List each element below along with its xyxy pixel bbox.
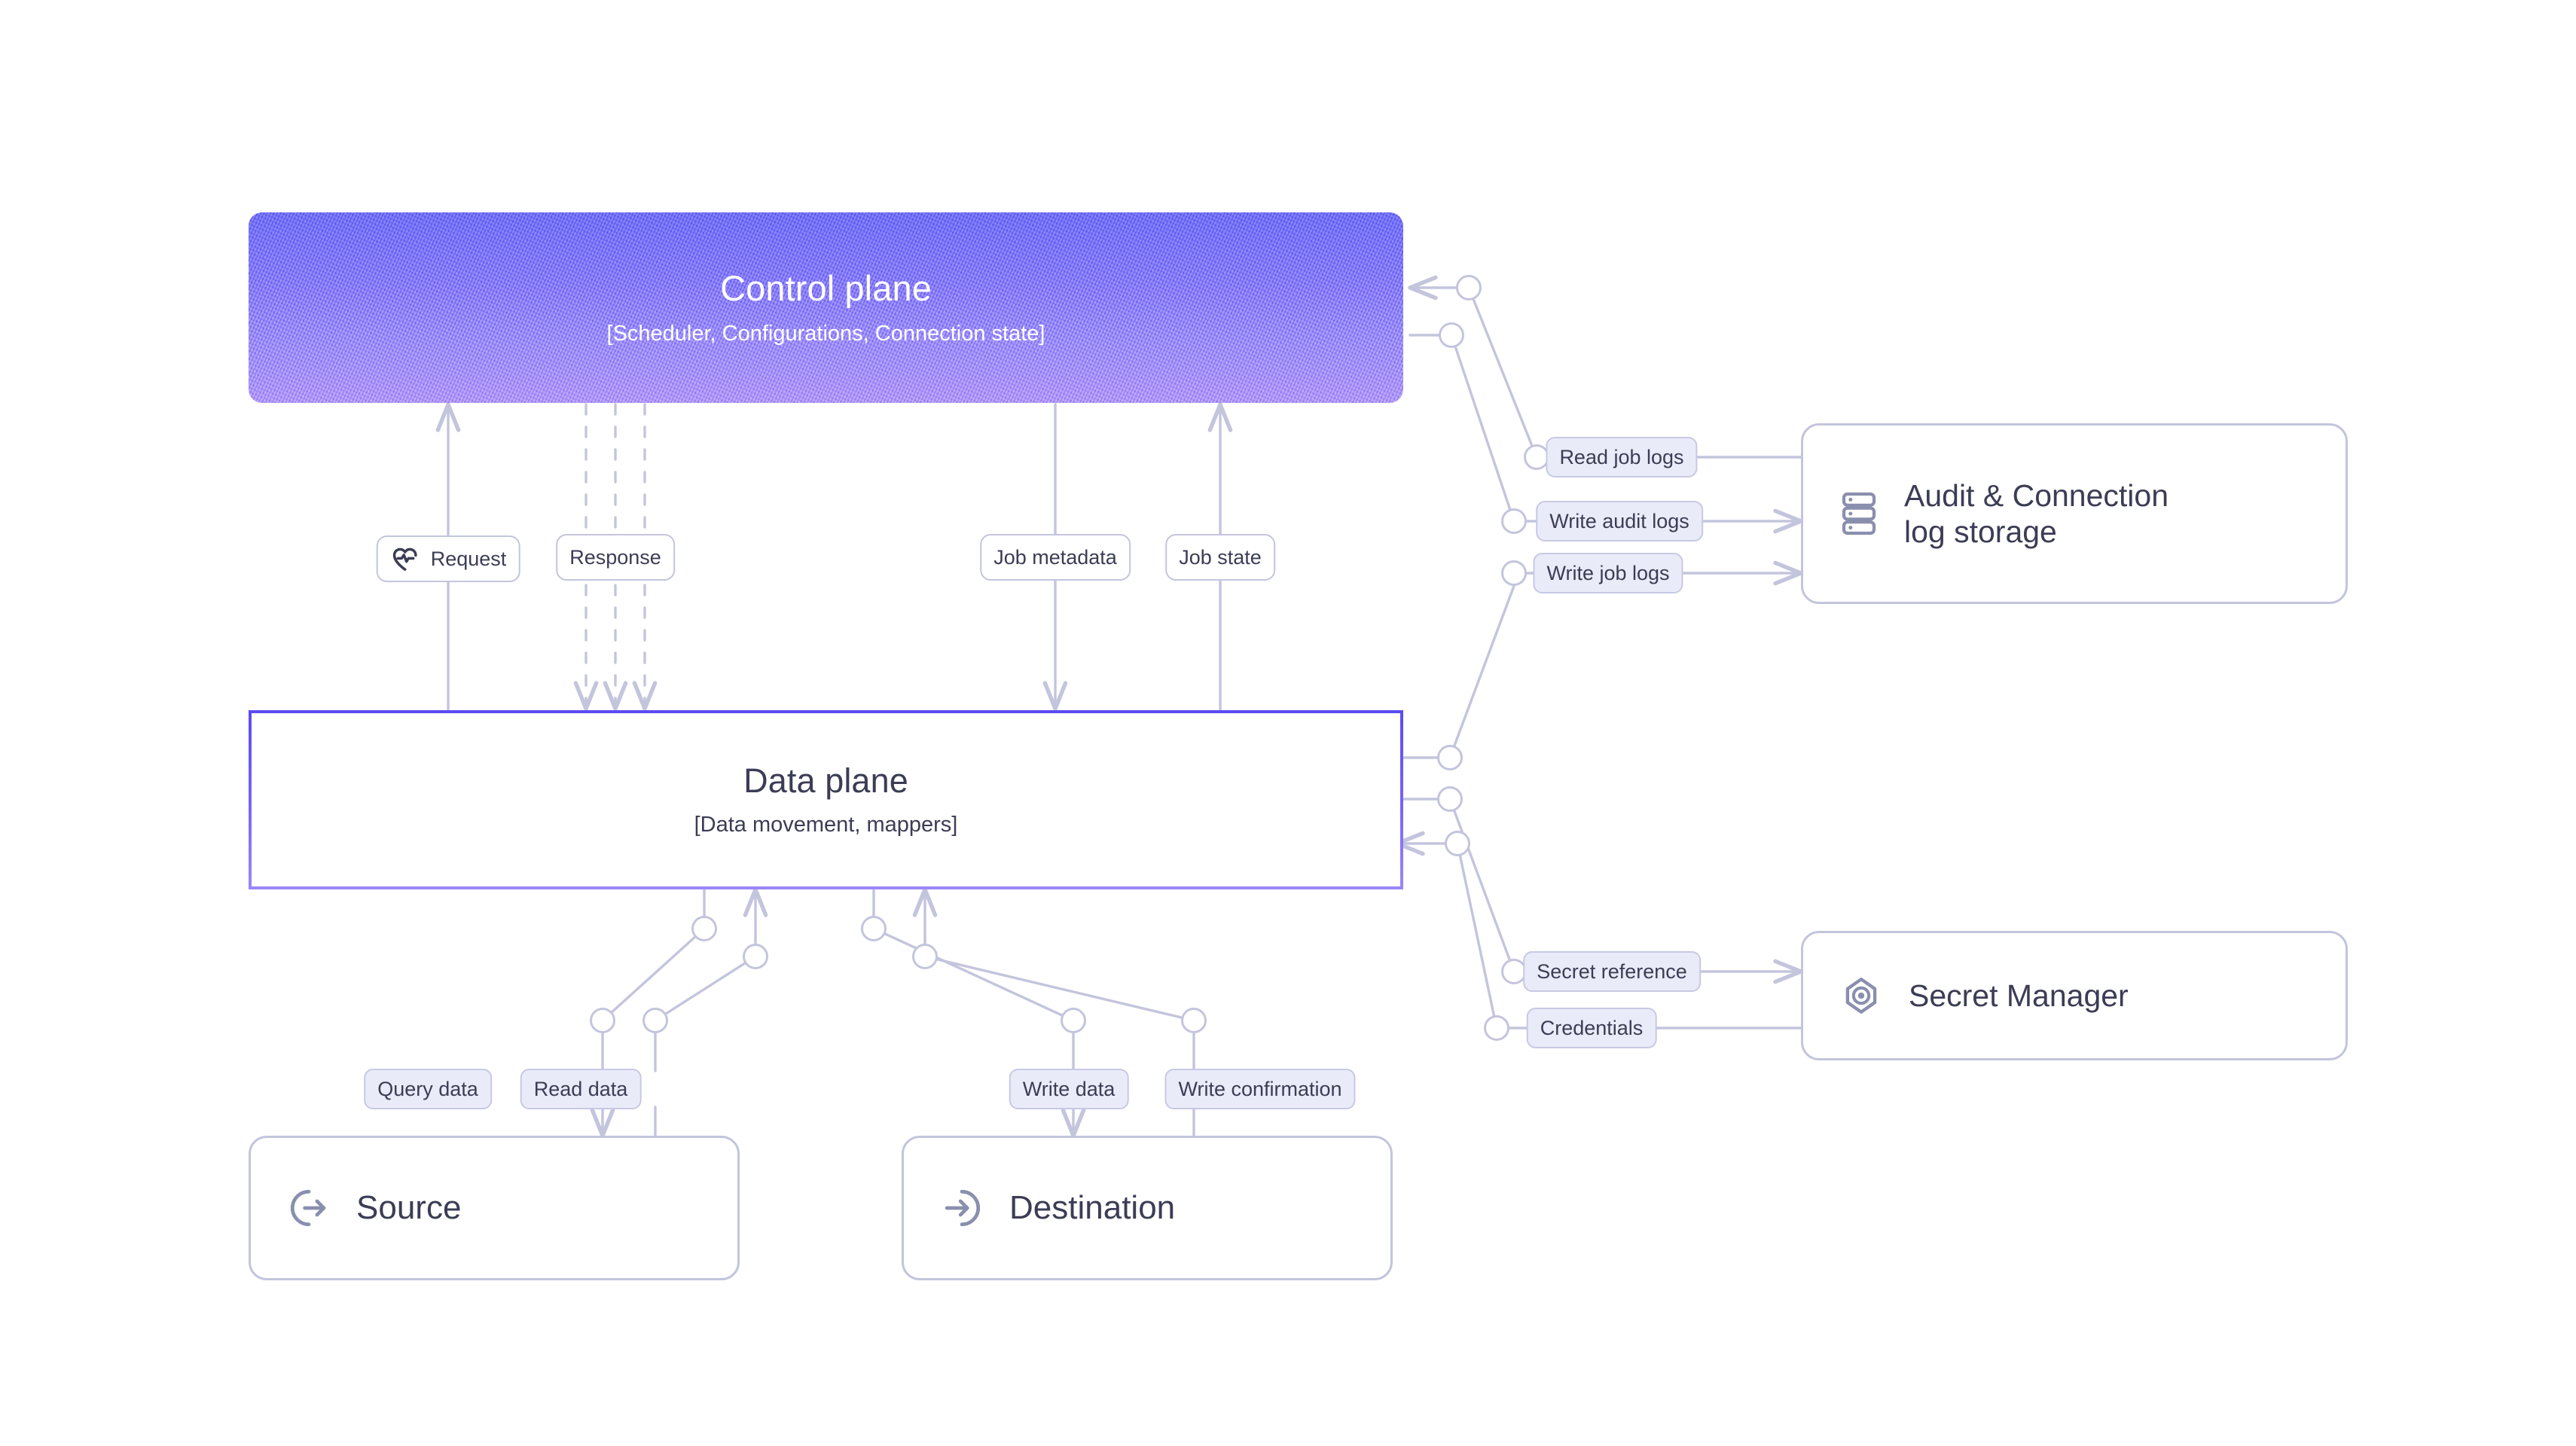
edge-label-read-data[interactable]: Read data xyxy=(520,1069,642,1109)
control-plane-title: Control plane xyxy=(720,267,932,308)
edge-label-response-text: Response xyxy=(569,545,661,569)
data-plane-box[interactable]: Data plane [Data movement, mappers] xyxy=(249,710,1403,889)
source-node[interactable]: Source xyxy=(249,1136,740,1280)
edge-label-response[interactable]: Response xyxy=(556,534,675,581)
eye-target-icon xyxy=(1839,974,1883,1017)
connector-dot-write-confirmation-top[interactable] xyxy=(912,944,938,969)
edge-label-write-audit-logs[interactable]: Write audit logs xyxy=(1536,501,1703,541)
data-plane-subtitle: [Data movement, mappers] xyxy=(694,812,958,837)
connector-dot-cp-read-logs[interactable] xyxy=(1456,275,1482,300)
connector-dot-write-confirmation-bottom[interactable] xyxy=(1181,1008,1207,1033)
edge-label-secret-reference[interactable]: Secret reference xyxy=(1523,951,1701,992)
connector-dot-read-data-top[interactable] xyxy=(743,944,768,969)
edge-label-credentials-text: Credentials xyxy=(1540,1016,1644,1039)
connector-dot-secret-reference[interactable] xyxy=(1501,959,1527,984)
edge-label-request-text: Request xyxy=(430,547,507,570)
connector-dot-query-data-top[interactable] xyxy=(691,916,717,941)
edge-label-job-state-text: Job state xyxy=(1179,545,1262,569)
connector-dot-write-job-logs[interactable] xyxy=(1501,560,1527,586)
edge-label-write-confirmation-text: Write confirmation xyxy=(1178,1077,1342,1100)
data-plane-title: Data plane xyxy=(743,761,908,801)
connector-dot-dp-logs[interactable] xyxy=(1437,745,1463,770)
edge-label-read-data-text: Read data xyxy=(533,1077,628,1100)
edge-label-job-state[interactable]: Job state xyxy=(1165,534,1275,581)
audit-log-storage-node[interactable]: Audit & Connection log storage xyxy=(1801,423,2348,604)
connector-dot-read-job-logs[interactable] xyxy=(1524,444,1549,470)
heart-pulse-icon xyxy=(390,544,420,574)
logout-circle-icon xyxy=(287,1186,331,1230)
source-node-label: Source xyxy=(356,1189,462,1227)
connector-dot-query-data-bottom[interactable] xyxy=(590,1008,615,1033)
audit-node-label: Audit & Connection log storage xyxy=(1904,477,2169,551)
secret-node-label: Secret Manager xyxy=(1909,978,2129,1013)
edge-label-query-data-text: Query data xyxy=(377,1077,478,1100)
audit-node-label-line2: log storage xyxy=(1904,514,2057,549)
edge-label-read-job-logs-text: Read job logs xyxy=(1559,445,1684,468)
edge-label-write-confirmation[interactable]: Write confirmation xyxy=(1164,1069,1356,1109)
control-plane-texture xyxy=(249,212,1403,403)
control-plane-box[interactable]: Control plane [Scheduler, Configurations… xyxy=(249,212,1403,403)
edge-label-query-data[interactable]: Query data xyxy=(364,1069,492,1109)
edge-label-write-data-text: Write data xyxy=(1022,1077,1116,1100)
edge-label-read-job-logs[interactable]: Read job logs xyxy=(1546,437,1698,477)
server-stack-icon xyxy=(1839,490,1879,538)
connector-dot-write-audit-logs[interactable] xyxy=(1501,508,1527,534)
destination-node-label: Destination xyxy=(1009,1189,1176,1227)
connector-dot-credentials[interactable] xyxy=(1484,1015,1509,1041)
login-circle-icon xyxy=(940,1186,984,1230)
edge-label-credentials[interactable]: Credentials xyxy=(1526,1008,1657,1048)
control-plane-subtitle: [Scheduler, Configurations, Connection s… xyxy=(606,322,1045,346)
connector-dot-dp-secret-ref[interactable] xyxy=(1437,786,1463,812)
audit-node-label-line1: Audit & Connection xyxy=(1904,477,2169,513)
edge-label-secret-reference-text: Secret reference xyxy=(1537,959,1687,983)
edge-label-request[interactable]: Request xyxy=(376,535,520,582)
edge-label-job-metadata[interactable]: Job metadata xyxy=(980,534,1131,581)
connector-dot-cp-write-audit[interactable] xyxy=(1439,322,1464,348)
edge-label-write-job-logs[interactable]: Write job logs xyxy=(1533,553,1683,593)
connector-dot-write-data-top[interactable] xyxy=(861,916,887,941)
edge-label-job-metadata-text: Job metadata xyxy=(993,545,1117,569)
edge-label-write-job-logs-text: Write job logs xyxy=(1546,561,1670,584)
destination-node[interactable]: Destination xyxy=(902,1136,1393,1280)
connector-dot-read-data-bottom[interactable] xyxy=(642,1008,668,1033)
edge-label-write-data[interactable]: Write data xyxy=(1009,1069,1129,1109)
edge-label-write-audit-logs-text: Write audit logs xyxy=(1549,509,1689,532)
connector-dot-write-data-bottom[interactable] xyxy=(1061,1008,1086,1033)
secret-manager-node[interactable]: Secret Manager xyxy=(1801,931,2348,1060)
connector-dot-dp-credentials[interactable] xyxy=(1445,831,1470,856)
